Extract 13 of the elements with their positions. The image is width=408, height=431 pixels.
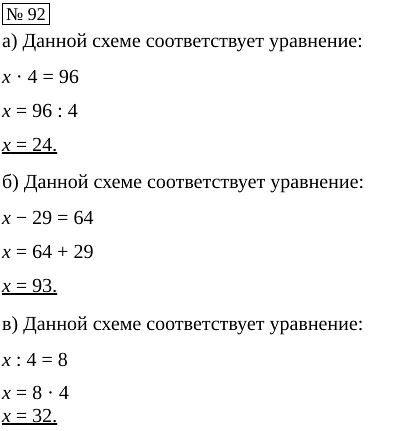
task-statement: б) Данной схеме соответствует уравнение: xyxy=(2,171,364,193)
equation-text: x = 8 · 4 xyxy=(2,382,69,404)
answer-text: x = 32. xyxy=(2,405,58,427)
task-statement: а) Данной схеме соответствует уравнение: xyxy=(2,30,363,52)
equation-text: x = 64 + 29 xyxy=(2,241,94,263)
task-number: № 92 xyxy=(2,3,50,25)
equation-text: x : 4 = 8 xyxy=(2,349,68,371)
answer-text: x = 93. xyxy=(2,275,58,297)
equation-text: x = 96 : 4 xyxy=(2,100,78,122)
equation-text: x · 4 = 96 xyxy=(2,66,79,88)
task-statement: в) Данной схеме соответствует уравнение: xyxy=(2,313,364,335)
equation-text: x − 29 = 64 xyxy=(2,207,94,229)
answer-text: x = 24. xyxy=(2,134,58,156)
